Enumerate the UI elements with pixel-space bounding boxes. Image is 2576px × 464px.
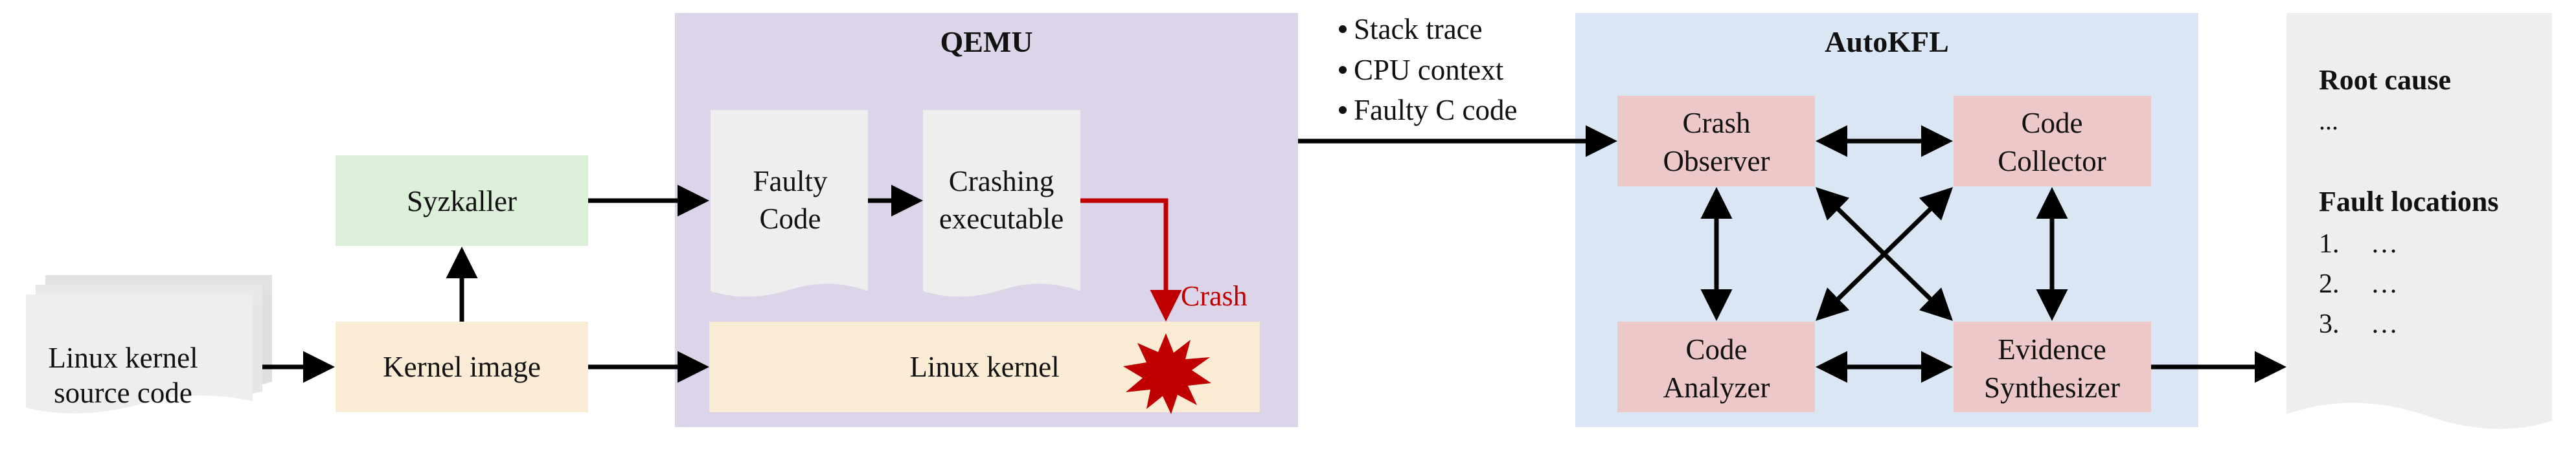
code-collector-line2: Collector <box>1998 145 2106 177</box>
fault-location-num: 1. <box>2319 229 2340 259</box>
source-code-line2: source code <box>54 377 192 409</box>
crash-observer-line1: Crash <box>1683 107 1751 139</box>
crash-label: Crash <box>1181 280 1248 312</box>
crash-observer-line2: Observer <box>1663 145 1770 177</box>
crash-burst-icon <box>1123 333 1211 414</box>
crash-observer-box <box>1617 96 1815 186</box>
fault-location-value: … <box>2371 309 2398 339</box>
crash-arrow <box>1080 198 1182 322</box>
inputs-list: Stack trace CPU context Faulty C code <box>1339 13 1517 126</box>
fault-location-num: 3. <box>2319 309 2340 339</box>
syzkaller-label: Syzkaller <box>407 185 517 217</box>
fault-location-value: … <box>2371 269 2398 299</box>
bullet-icon <box>1339 66 1347 74</box>
code-analyzer-line1: Code <box>1686 333 1748 366</box>
faulty-code-document: Faulty Code <box>711 110 868 297</box>
input-item-cpu-context: CPU context <box>1354 54 1504 86</box>
output-document: Root cause ... Fault locations 1. … 2. …… <box>2286 13 2552 429</box>
crashing-exec-line1: Crashing <box>949 165 1054 197</box>
code-analyzer-line2: Analyzer <box>1663 371 1770 404</box>
crashing-exec-line2: executable <box>939 203 1064 235</box>
autokfl-title: AutoKFL <box>1825 25 1949 58</box>
code-collector-box <box>1954 96 2151 186</box>
evidence-synth-line1: Evidence <box>1998 333 2106 366</box>
bullet-icon <box>1339 106 1347 114</box>
input-item-stack-trace: Stack trace <box>1354 13 1483 45</box>
fault-locations-title: Fault locations <box>2319 186 2498 217</box>
faulty-code-line2: Code <box>760 203 821 235</box>
root-cause-value: ... <box>2319 106 2338 135</box>
fault-location-value: … <box>2371 229 2398 259</box>
fault-location-num: 2. <box>2319 269 2340 299</box>
arrow-collector-analyzer <box>1815 187 1954 321</box>
code-collector-line1: Code <box>2022 107 2083 139</box>
code-analyzer-box <box>1617 322 1815 412</box>
source-code-document: Linux kernel source code <box>26 275 272 414</box>
bullet-icon <box>1339 25 1347 33</box>
linux-kernel-label: Linux kernel <box>909 351 1059 383</box>
faulty-code-line1: Faulty <box>753 165 828 197</box>
kernel-image-box <box>336 322 588 412</box>
evidence-synthesizer-box <box>1954 322 2151 412</box>
kernel-image-label: Kernel image <box>383 351 541 383</box>
qemu-title: QEMU <box>940 25 1032 58</box>
input-item-faulty-c-code: Faulty C code <box>1354 94 1517 126</box>
evidence-synth-line2: Synthesizer <box>1984 371 2120 404</box>
source-code-line1: Linux kernel <box>48 342 198 374</box>
root-cause-title: Root cause <box>2319 64 2451 96</box>
crashing-executable-document: Crashing executable <box>923 110 1080 297</box>
syzkaller-box <box>336 155 588 246</box>
